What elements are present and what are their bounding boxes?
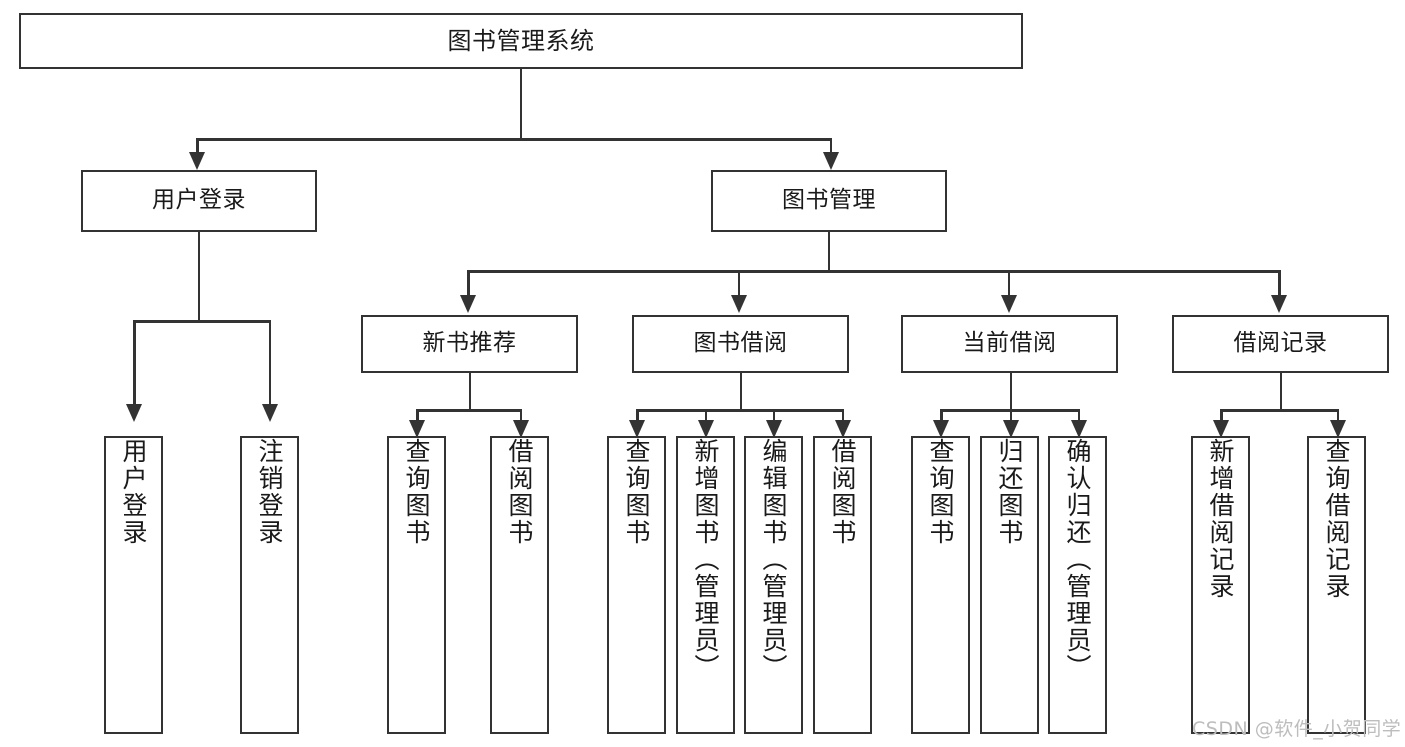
arrow-bb-leaf-2 bbox=[697, 420, 714, 438]
node-label: 查询图书 bbox=[622, 438, 651, 546]
leaf-bb-borrow-book[interactable]: 借阅图书 bbox=[813, 436, 872, 734]
node-label: 用户登录 bbox=[152, 187, 246, 214]
leaf-cb-confirm-return-admin[interactable]: 确认归还（管理员） bbox=[1048, 436, 1107, 734]
node-root-book-management-system[interactable]: 图书管理系统 bbox=[19, 13, 1023, 69]
node-label: 归还图书 bbox=[995, 438, 1024, 546]
connector-book-management-bar bbox=[468, 270, 1280, 273]
node-label: 新增图书（管理员） bbox=[691, 438, 720, 681]
node-label: 确认归还（管理员） bbox=[1063, 438, 1092, 681]
watermark-text: CSDN @软件_小贺同学 bbox=[1192, 718, 1402, 740]
leaf-br-add-record[interactable]: 新增借阅记录 bbox=[1191, 436, 1250, 734]
node-label: 查询图书 bbox=[926, 438, 955, 546]
connector-br-stem bbox=[1279, 373, 1282, 411]
arrow-nbr-leaf-2 bbox=[512, 420, 529, 438]
arrow-to-leaf-logout bbox=[261, 404, 278, 422]
connector-book-management-stem bbox=[827, 232, 830, 272]
node-current-borrow[interactable]: 当前借阅 bbox=[901, 315, 1118, 373]
node-label: 借阅记录 bbox=[1233, 330, 1328, 357]
arrow-bb-leaf-1 bbox=[629, 420, 645, 438]
node-book-management[interactable]: 图书管理 bbox=[711, 170, 947, 232]
leaf-bb-add-book-admin[interactable]: 新增图书（管理员） bbox=[676, 436, 735, 734]
node-label: 图书管理 bbox=[782, 187, 876, 214]
arrow-bb-leaf-4 bbox=[834, 420, 851, 438]
arrow-to-user-login bbox=[189, 152, 205, 170]
connector-root-stem bbox=[519, 69, 522, 139]
connector-bb-stem bbox=[739, 373, 742, 411]
connector-user-login-stem bbox=[197, 232, 200, 322]
leaf-bb-query-book[interactable]: 查询图书 bbox=[607, 436, 666, 734]
leaf-nbr-query-book[interactable]: 查询图书 bbox=[387, 436, 446, 734]
arrow-to-borrow-record bbox=[1271, 295, 1287, 313]
connector-root-drop-2 bbox=[829, 138, 832, 160]
arrow-to-new-book-recommend bbox=[460, 295, 476, 313]
leaf-user-login[interactable]: 用户登录 bbox=[104, 436, 163, 734]
node-label: 注销登录 bbox=[255, 438, 284, 546]
connector-bb-bar bbox=[637, 409, 844, 412]
connector-bm-drop-3 bbox=[1007, 270, 1010, 302]
node-borrow-record[interactable]: 借阅记录 bbox=[1172, 315, 1389, 373]
node-label: 新书推荐 bbox=[422, 330, 517, 357]
leaf-nbr-borrow-book[interactable]: 借阅图书 bbox=[490, 436, 549, 734]
node-label: 用户登录 bbox=[119, 438, 148, 546]
connector-bm-drop-2 bbox=[737, 270, 740, 302]
node-label: 借阅图书 bbox=[828, 438, 857, 546]
connector-root-drop-1 bbox=[196, 138, 199, 160]
leaf-cb-return-book[interactable]: 归还图书 bbox=[980, 436, 1039, 734]
arrow-to-leaf-user-login bbox=[126, 404, 142, 422]
node-label: 编辑图书（管理员） bbox=[759, 438, 788, 681]
node-user-login[interactable]: 用户登录 bbox=[81, 170, 317, 232]
leaf-bb-edit-book-admin[interactable]: 编辑图书（管理员） bbox=[744, 436, 803, 734]
leaf-cb-query-book[interactable]: 查询图书 bbox=[911, 436, 970, 734]
connector-bm-drop-4 bbox=[1278, 270, 1281, 302]
arrow-nbr-leaf-1 bbox=[409, 420, 425, 438]
node-label: 查询借阅记录 bbox=[1322, 438, 1351, 600]
arrow-br-leaf-2 bbox=[1329, 420, 1346, 438]
connector-nbr-stem bbox=[468, 373, 471, 411]
node-label: 新增借阅记录 bbox=[1206, 438, 1235, 600]
arrow-cb-leaf-1 bbox=[933, 420, 949, 438]
connector-root-bar bbox=[197, 138, 831, 141]
connector-nbr-bar bbox=[417, 409, 521, 412]
arrow-to-book-management bbox=[822, 152, 839, 170]
node-label: 当前借阅 bbox=[962, 330, 1057, 357]
arrow-cb-leaf-2 bbox=[1002, 420, 1019, 438]
arrow-to-current-borrow bbox=[1000, 295, 1017, 313]
node-label: 借阅图书 bbox=[505, 438, 534, 546]
arrow-to-book-borrow bbox=[730, 295, 747, 313]
node-label: 图书借阅 bbox=[693, 330, 788, 357]
node-new-book-recommend[interactable]: 新书推荐 bbox=[361, 315, 578, 373]
connector-bm-drop-1 bbox=[467, 270, 470, 302]
node-label: 查询图书 bbox=[402, 438, 431, 546]
leaf-br-query-record[interactable]: 查询借阅记录 bbox=[1307, 436, 1366, 734]
node-book-borrow[interactable]: 图书借阅 bbox=[632, 315, 849, 373]
connector-user-login-drop-1 bbox=[133, 320, 136, 410]
connector-user-login-bar bbox=[134, 320, 271, 323]
connector-br-bar bbox=[1221, 409, 1338, 412]
leaf-logout[interactable]: 注销登录 bbox=[240, 436, 299, 734]
connector-user-login-drop-2 bbox=[268, 320, 271, 410]
connector-cb-stem bbox=[1009, 373, 1012, 411]
arrow-cb-leaf-3 bbox=[1070, 420, 1087, 438]
arrow-br-leaf-1 bbox=[1213, 420, 1229, 438]
arrow-bb-leaf-3 bbox=[765, 420, 782, 438]
node-label: 图书管理系统 bbox=[447, 26, 595, 55]
